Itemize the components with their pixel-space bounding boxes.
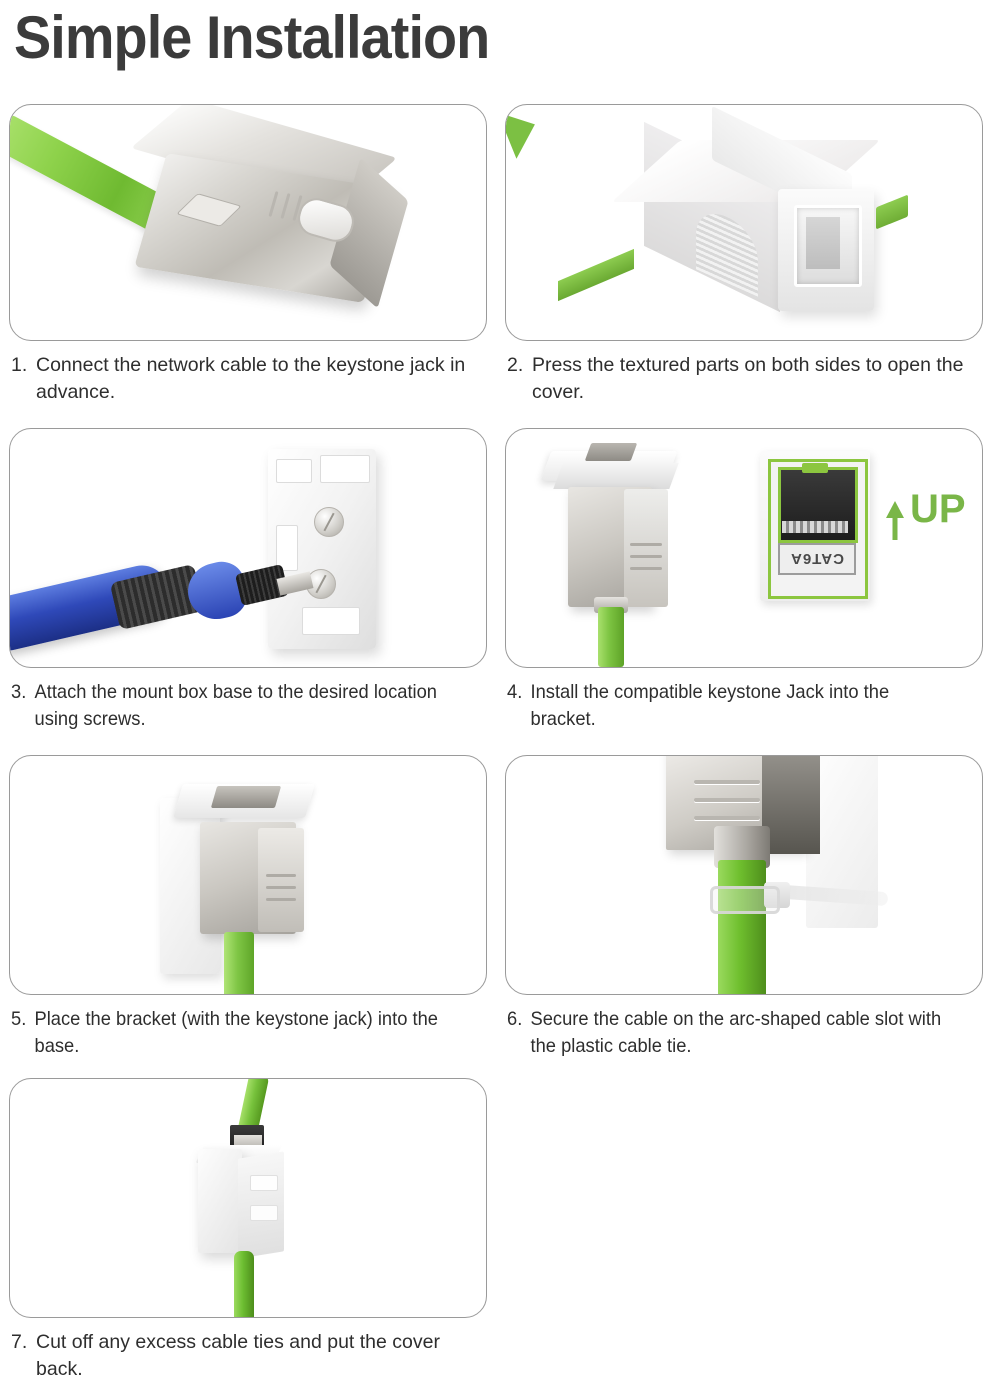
keystone-jack-with-cable-illustration [10, 105, 486, 340]
steps-row-2: 3. Attach the mount box base to the desi… [0, 428, 993, 733]
finished-mount-box-illustration [10, 1079, 486, 1317]
step-3-figure [9, 428, 487, 668]
network-cable [224, 932, 254, 994]
steps-row-4: 7. Cut off any excess cable ties and put… [0, 1078, 993, 1383]
cat6a-label: CAT6A [778, 543, 856, 575]
jack-shield-right [624, 489, 668, 607]
jack-port [210, 786, 282, 808]
cable-tie-illustration [506, 756, 982, 994]
step-7-number: 7. [11, 1331, 28, 1353]
network-cable [598, 607, 624, 667]
step-6-number: 6. [507, 1008, 523, 1030]
bracket-cutout [276, 525, 298, 571]
step-6-figure [505, 755, 983, 995]
step-1-text: Connect the network cable to the keyston… [36, 354, 466, 403]
page-title: Simple Installation [14, 4, 490, 71]
step-7: 7. Cut off any excess cable ties and put… [0, 1078, 496, 1383]
step-7-figure [9, 1078, 487, 1318]
surface-mount-box-illustration [506, 105, 982, 340]
step-4-text: Install the compatible keystone Jack int… [530, 681, 890, 730]
jack-vent [630, 543, 662, 546]
step-1-caption: 1. Connect the network cable to the keys… [11, 352, 487, 406]
step-5: 5. Place the bracket (with the keystone … [0, 755, 496, 1060]
rj45-latch-slot [802, 463, 828, 473]
step-2-figure [505, 104, 983, 341]
step-6-text: Secure the cable on the arc-shaped cable… [530, 1008, 942, 1057]
step-2-caption: 2. Press the textured parts on both side… [507, 352, 983, 406]
step-3-number: 3. [11, 681, 27, 703]
orientation-indicator: UP [886, 487, 966, 532]
step-3-text: Attach the mount box base to the desired… [34, 681, 438, 730]
row-spacer [0, 733, 993, 751]
press-tab-right [876, 194, 908, 230]
rj45-contacts [782, 521, 848, 533]
row-spacer [0, 406, 993, 424]
network-cable [718, 860, 766, 994]
step-5-caption: 5. Place the bracket (with the keystone … [11, 1006, 458, 1060]
jack-vent [694, 780, 760, 784]
bracket-cutout [276, 459, 312, 483]
row-spacer [0, 1060, 993, 1078]
step-2: 2. Press the textured parts on both side… [496, 104, 992, 406]
bracket-cutout [320, 455, 370, 483]
jack-port [584, 443, 638, 461]
step-2-text: Press the textured parts on both sides t… [532, 354, 964, 403]
step-5-figure [9, 755, 487, 995]
jack-vent [266, 898, 296, 901]
box-emboss-mark [250, 1205, 278, 1221]
steps-grid: 1. Connect the network cable to the keys… [0, 104, 993, 1383]
box-emboss-mark [250, 1175, 278, 1191]
step-3-caption: 3. Attach the mount box base to the desi… [11, 679, 458, 733]
network-cable-bottom [234, 1251, 254, 1317]
jack-vent [266, 886, 296, 889]
mounting-screw-upper [314, 507, 344, 537]
jack-vent [694, 798, 760, 802]
jack-vent [266, 874, 296, 877]
press-arrow-head-icon [506, 105, 545, 159]
step-5-number: 5. [11, 1008, 27, 1030]
press-arrow-shaft [558, 248, 634, 302]
step-5-text: Place the bracket (with the keystone jac… [34, 1008, 438, 1057]
plastic-cable-tie [710, 886, 780, 914]
step-1: 1. Connect the network cable to the keys… [0, 104, 496, 406]
keystone-jack-into-bracket-illustration: CAT6A UP [506, 429, 982, 667]
step-4: CAT6A UP 4. Install the compatible keyst… [496, 428, 992, 733]
step-6-caption: 6. Secure the cable on the arc-shaped ca… [507, 1006, 954, 1060]
bracket-cutout [302, 607, 360, 635]
steps-row-1: 1. Connect the network cable to the keys… [0, 104, 993, 406]
step-1-figure [9, 104, 487, 341]
steps-row-3: 5. Place the bracket (with the keystone … [0, 755, 993, 1060]
faceplate-body [553, 463, 679, 489]
step-4-number: 4. [507, 681, 523, 703]
jack-vent [630, 555, 662, 558]
step-2-number: 2. [507, 354, 524, 376]
up-label: UP [910, 487, 966, 531]
box-port-inner [806, 217, 840, 269]
step-4-figure: CAT6A UP [505, 428, 983, 668]
step-7-text: Cut off any excess cable ties and put th… [36, 1331, 440, 1380]
bracket-into-base-illustration [10, 756, 486, 994]
step-3: 3. Attach the mount box base to the desi… [0, 428, 496, 733]
step-6: 6. Secure the cable on the arc-shaped ca… [496, 755, 992, 1060]
mount-box-cover [198, 1149, 242, 1253]
keystone-jack-side [258, 828, 304, 932]
jack-vent [694, 816, 760, 820]
jack-vent [630, 567, 662, 570]
step-1-number: 1. [11, 354, 28, 376]
screwdriver-mounting-illustration [10, 429, 486, 667]
step-7-caption: 7. Cut off any excess cable ties and put… [11, 1329, 487, 1383]
step-empty-placeholder [496, 1078, 992, 1383]
up-arrow-icon [886, 501, 904, 518]
step-4-caption: 4. Install the compatible keystone Jack … [507, 679, 954, 733]
keystone-jack-shield-dark [762, 756, 820, 854]
